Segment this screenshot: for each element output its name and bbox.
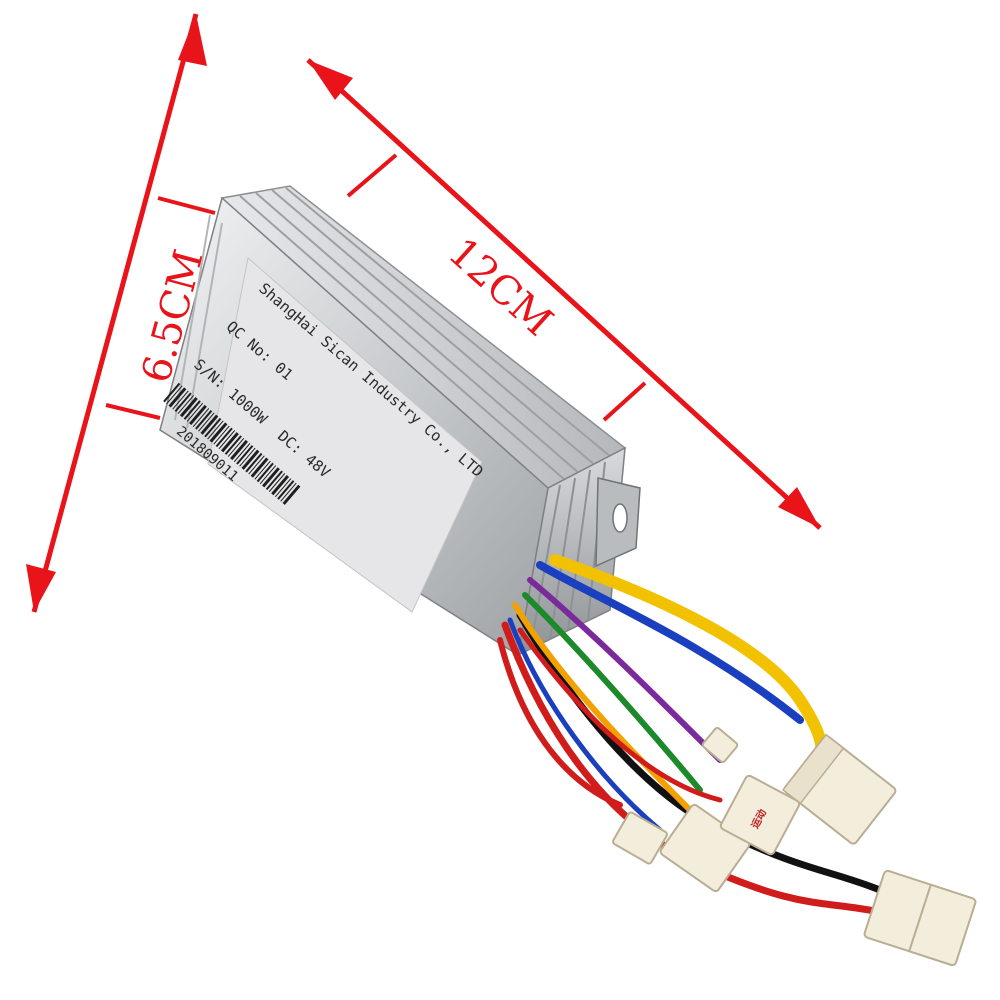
connector-main [863,869,977,967]
arrow-down-icon [26,564,56,612]
wire-blue-thin [507,617,663,833]
connector-small [612,811,668,865]
arrow-up-icon [178,14,207,66]
connector-tiny [701,727,739,763]
wire-purple [527,577,723,763]
mounting-hole [612,503,628,533]
wire-blue [536,561,804,724]
barcode [163,382,301,505]
wire-yellow-thin [512,602,693,813]
connector-marked: 运动 [719,774,801,856]
wire-red-short [497,637,623,808]
arrow-right-icon [778,487,820,528]
wire-red-mid [517,627,723,803]
wire-green [522,592,703,793]
arrow-left-icon [308,60,353,100]
connector-yellow [781,733,897,845]
height-dimension: 6.5CM [26,13,216,613]
